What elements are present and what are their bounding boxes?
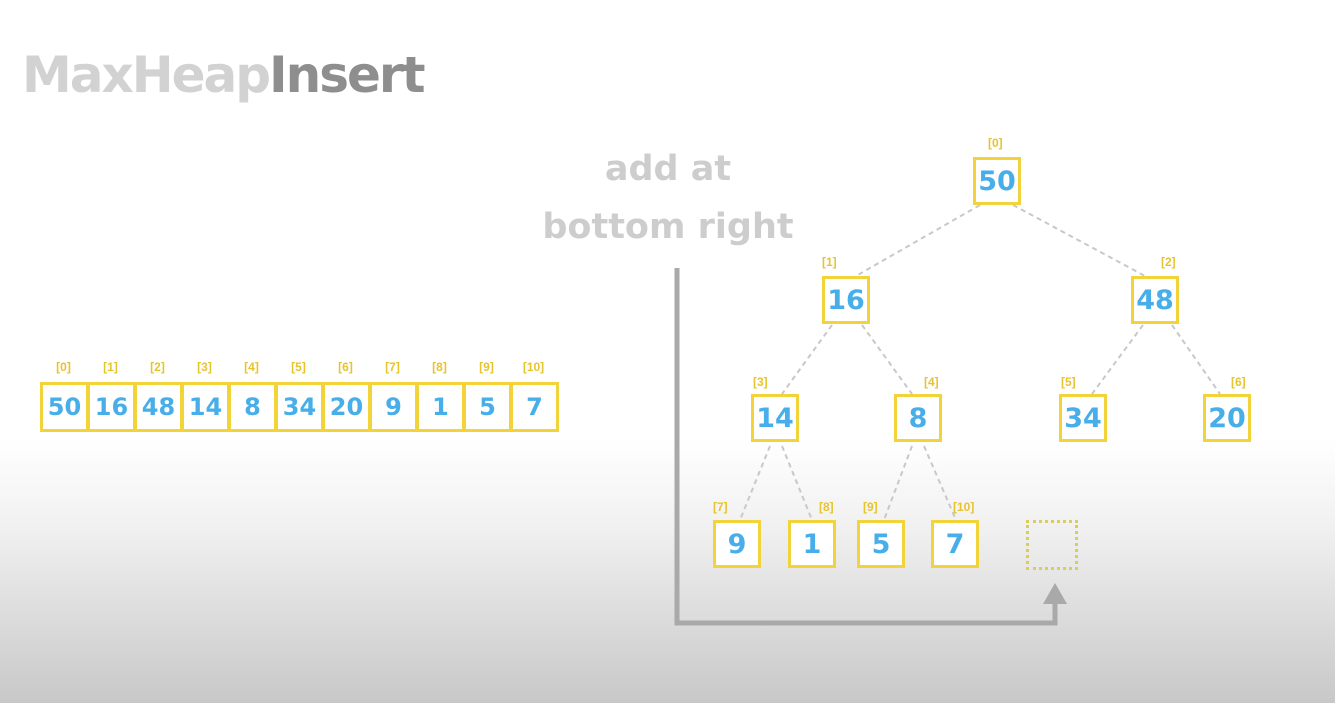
array-index: [10] <box>522 360 545 374</box>
node-index: [10] <box>953 500 975 514</box>
array-index: [2] <box>150 360 165 374</box>
array-value: 48 <box>134 382 183 432</box>
array-value: 50 <box>40 382 89 432</box>
edge-4-9 <box>883 445 913 521</box>
node-index: [1] <box>822 255 837 269</box>
node-value: 8 <box>894 394 942 442</box>
edge-3-8 <box>781 445 813 521</box>
array-index: [9] <box>479 360 494 374</box>
node-value: 20 <box>1203 394 1251 442</box>
hint-text: add at bottom right <box>528 140 808 256</box>
array-value: 9 <box>369 382 418 432</box>
node-index: [0] <box>988 136 1003 150</box>
array-value: 34 <box>275 382 324 432</box>
array-value: 14 <box>181 382 230 432</box>
hint-line-2: bottom right <box>542 207 794 247</box>
node-value: 34 <box>1059 394 1107 442</box>
array-index: [6] <box>338 360 353 374</box>
node-value: 16 <box>822 276 870 324</box>
empty-insert-slot <box>1026 520 1078 570</box>
node-index: [9] <box>863 500 878 514</box>
edge-0-2 <box>1012 204 1146 277</box>
node-index: [2] <box>1161 255 1176 269</box>
array-value: 7 <box>510 382 559 432</box>
insert-arrow <box>674 268 1067 626</box>
title-part-insert: Insert <box>269 46 425 104</box>
edge-1-4 <box>861 324 913 395</box>
edge-3-7 <box>739 445 771 521</box>
array-index: [3] <box>197 360 212 374</box>
edge-2-6 <box>1171 324 1221 395</box>
node-index: [4] <box>924 375 939 389</box>
edge-2-5 <box>1091 324 1144 395</box>
edge-1-3 <box>781 324 833 395</box>
node-value: 7 <box>931 520 979 568</box>
array-index: [4] <box>244 360 259 374</box>
page-title: MaxHeapInsert <box>22 40 425 110</box>
array-index: [8] <box>432 360 447 374</box>
array-value: 8 <box>228 382 277 432</box>
array-index: [7] <box>385 360 400 374</box>
node-index: [7] <box>713 500 728 514</box>
array-index: [5] <box>291 360 306 374</box>
node-index: [6] <box>1231 375 1246 389</box>
node-index: [8] <box>819 500 834 514</box>
node-value: 14 <box>751 394 799 442</box>
arrow-path <box>674 268 1058 626</box>
array-value: 20 <box>322 382 371 432</box>
node-value: 48 <box>1131 276 1179 324</box>
arrow-head-icon <box>1043 583 1067 604</box>
node-index: [5] <box>1061 375 1076 389</box>
edge-0-1 <box>855 204 981 277</box>
node-index: [3] <box>753 375 768 389</box>
node-value: 5 <box>857 520 905 568</box>
array-index: [1] <box>103 360 118 374</box>
array-value: 5 <box>463 382 512 432</box>
node-value: 9 <box>713 520 761 568</box>
node-value: 1 <box>788 520 836 568</box>
array-index: [0] <box>56 360 71 374</box>
edge-4-10 <box>923 445 957 521</box>
hint-line-1: add at <box>604 149 732 189</box>
title-part-maxheap: MaxHeap <box>22 46 271 104</box>
array-value: 1 <box>416 382 465 432</box>
node-value: 50 <box>973 157 1021 205</box>
